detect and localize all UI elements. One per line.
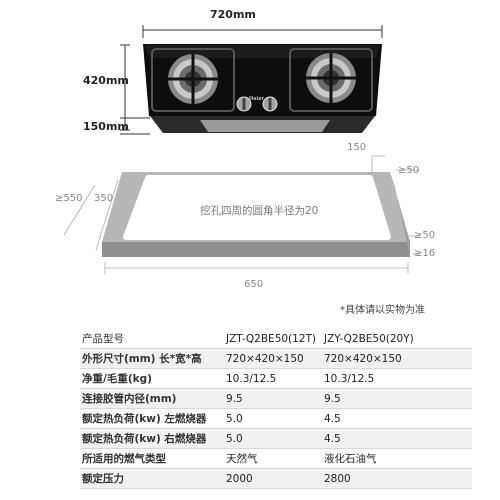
spec-row-value-1: 720×420×150 [224, 348, 322, 369]
cutout-right-gap-bottom-label: ≥50 [414, 230, 436, 241]
spec-row-value-2: 2800 [322, 468, 472, 489]
table-row: 外形尺寸(mm) 长*宽*高 720×420×150 720×420×150 [80, 348, 472, 369]
cutout-bottom-width-label: 650 [244, 279, 264, 290]
spec-row-label: 净重/毛重(kg) [80, 368, 224, 389]
height-dimension-label: 420mm [83, 74, 129, 87]
table-row: 额定热负荷(kw) 右燃烧器 5.0 4.5 [80, 428, 472, 449]
table-row: 连接胶管内径(mm) 9.5 9.5 [80, 388, 472, 409]
spec-row-value-1: 天然气 [224, 448, 322, 469]
inner-depth-line [95, 179, 119, 251]
underbody-tray [200, 120, 330, 132]
spec-table-header: 产品型号 JZT-Q2BE50(12T) JZY-Q2BE50(20Y) [80, 329, 472, 349]
spec-row-label: 额定热负荷(kw) 右燃烧器 [80, 428, 224, 449]
left-pan-support [151, 48, 235, 112]
spec-row-value-1: 2000 [224, 468, 322, 489]
table-row: 额定热负荷(kw) 左燃烧器 5.0 4.5 [80, 408, 472, 429]
right-knob [262, 96, 278, 112]
spec-row-label: 额定热负荷(kw) 左燃烧器 [80, 408, 224, 429]
spec-row-value-2: 4.5 [322, 408, 472, 429]
right-pan-support [289, 48, 373, 112]
spec-row-value-2: 4.5 [322, 428, 472, 449]
spec-row-label: 外形尺寸(mm) 长*宽*高 [80, 348, 224, 369]
cooktop-diagram [120, 25, 383, 135]
left-burner [151, 48, 235, 112]
spec-header-model-1: JZT-Q2BE50(12T) [224, 329, 322, 349]
width-dimension-label: 720mm [210, 8, 256, 21]
cutout-top-right-label: 150 [347, 142, 367, 153]
spec-row-value-1: 5.0 [224, 428, 322, 449]
cutout-left-inner-label: 350 [94, 193, 114, 204]
table-row: 所适用的燃气类型 天然气 液化石油气 [80, 448, 472, 469]
haier-logo: Haier [249, 96, 265, 102]
table-row: 额定压力 2000 2800 [80, 468, 472, 489]
spec-row-label: 额定压力 [80, 468, 224, 489]
spec-row-value-1: 9.5 [224, 388, 322, 409]
left-knob [236, 96, 252, 112]
spec-row-label: 所适用的燃气类型 [80, 448, 224, 469]
right-burner [289, 48, 373, 112]
cutout-diagram [63, 155, 420, 274]
spec-row-value-2: 720×420×150 [322, 348, 472, 369]
spec-row-value-2: 液化石油气 [322, 448, 472, 469]
table-row: 净重/毛重(kg) 10.3/12.5 10.3/12.5 [80, 368, 472, 389]
cutout-right-gap-top-label: ≥50 [398, 165, 420, 176]
disclaimer-note: *具体请以实物为准 [340, 305, 425, 316]
spec-row-value-2: 10.3/12.5 [322, 368, 472, 389]
spec-header-label: 产品型号 [80, 329, 224, 349]
spec-header-model-2: JZY-Q2BE50(20Y) [322, 329, 472, 349]
countertop-front-edge [102, 242, 410, 257]
outer-depth-line [63, 184, 96, 236]
cutout-left-outer-label: ≥550 [55, 193, 83, 204]
cutout-radius-note: 挖孔四周的圆角半径为20 [200, 205, 319, 217]
glass-reflection [145, 45, 380, 58]
cutout-hole [123, 175, 391, 240]
spec-table: 产品型号 JZT-Q2BE50(12T) JZY-Q2BE50(20Y) 外形尺… [80, 329, 472, 489]
cutout-right-gap-side-label: ≥16 [414, 248, 436, 259]
spec-row-value-2: 9.5 [322, 388, 472, 409]
spec-row-label: 连接胶管内径(mm) [80, 388, 224, 409]
spec-row-value-1: 10.3/12.5 [224, 368, 322, 389]
thickness-dimension-label: 150mm [83, 120, 129, 133]
spec-row-value-1: 5.0 [224, 408, 322, 429]
